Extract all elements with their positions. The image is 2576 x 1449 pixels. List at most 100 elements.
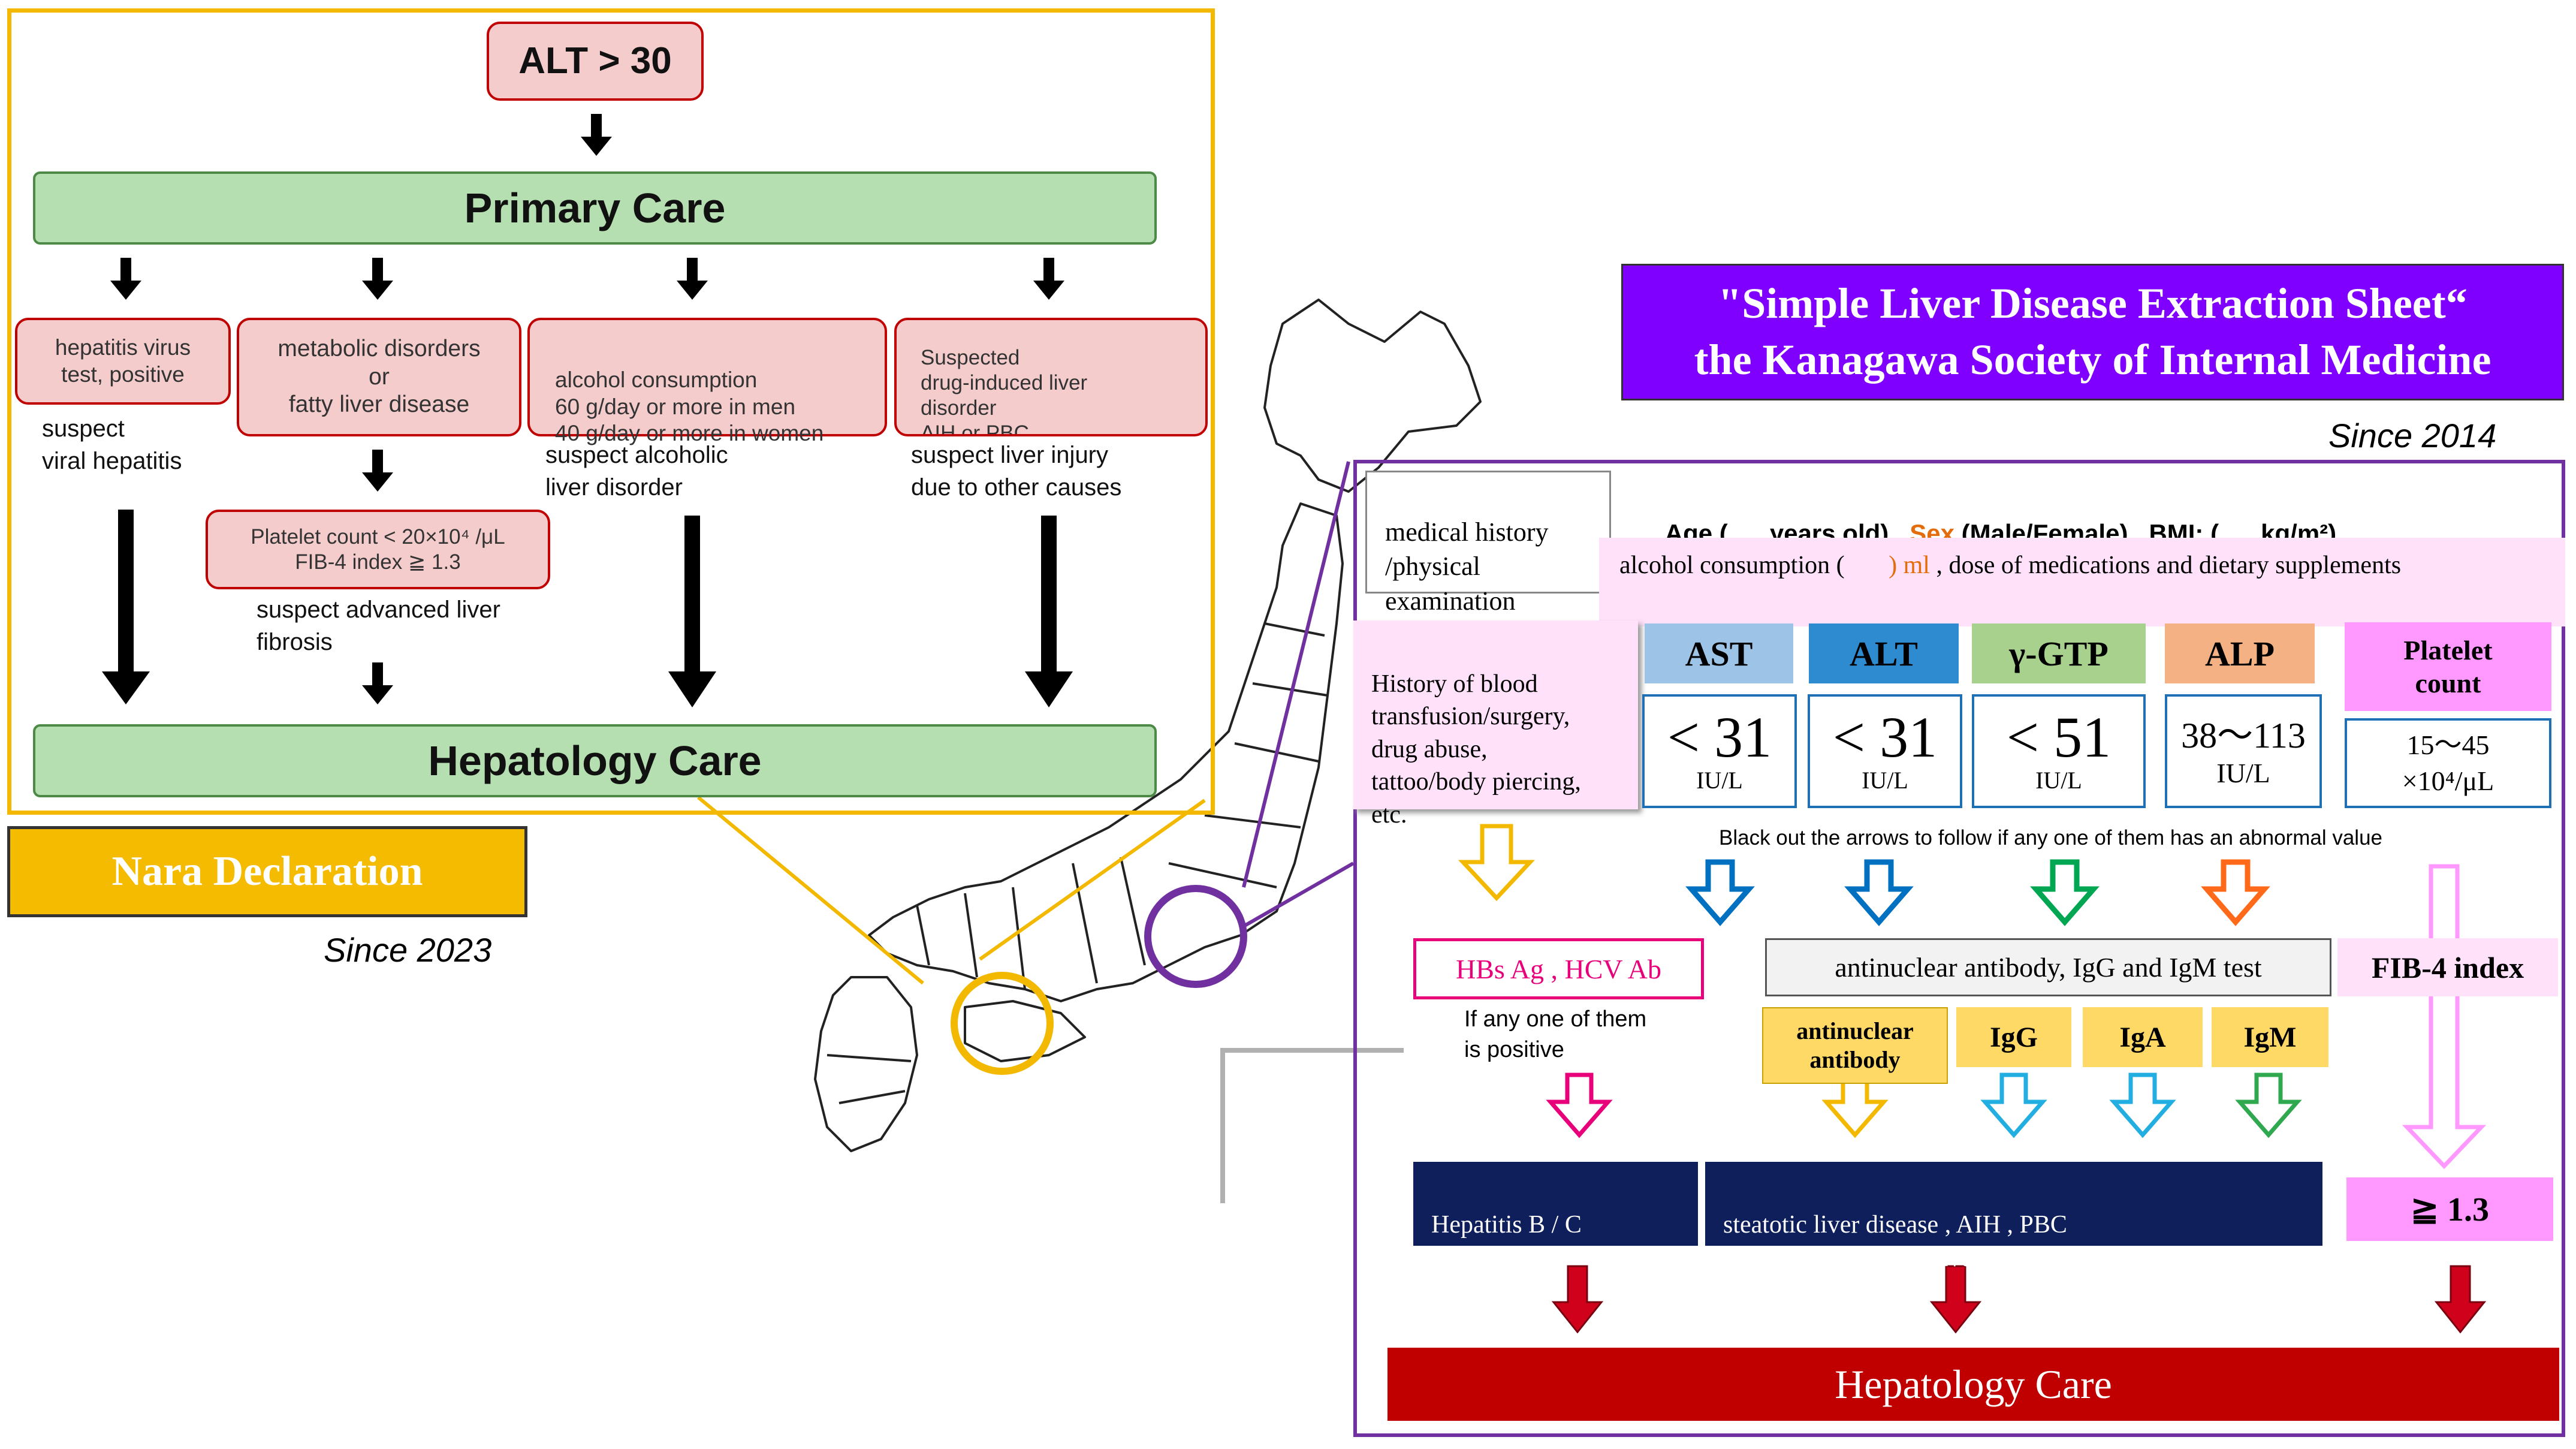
lab-ast-value: < 31	[1667, 704, 1772, 769]
arrow-long-drug	[1025, 516, 1073, 707]
arrow-alp-hollow	[2207, 862, 2264, 922]
nara-hepatology-care-label: Hepatology Care	[428, 737, 762, 784]
lab-alt-value: < 31	[1832, 704, 1938, 769]
kanagawa-since: Since 2014	[2328, 417, 2497, 454]
kanagawa-title-line1: "Simple Liver Disease Extraction Sheet“	[1718, 279, 2468, 328]
hepatitis-bc-box: Hepatitis B / C (suspected)	[1413, 1162, 1698, 1272]
lab-alt-unit: IU/L	[1862, 766, 1908, 794]
kanagawa-title-box: "Simple Liver Disease Extraction Sheet“ …	[1621, 264, 2564, 400]
alcohol-ml-text: ) ml	[1844, 552, 1930, 579]
fib4-threshold-box: ≧ 1.3	[2346, 1177, 2553, 1241]
lab-ggtp-value-box: < 51 IU/L	[1972, 694, 2146, 808]
lab-ggtp-header: γ-GTP	[1972, 623, 2146, 683]
igg-text: IgG	[1989, 1021, 2038, 1053]
map-kyushu	[814, 976, 918, 1152]
iga-box: IgA	[2083, 1007, 2203, 1067]
if-positive-text: If any one of them is positive	[1464, 1007, 1647, 1063]
nara-hepatology-care-bar: Hepatology Care	[33, 724, 1157, 797]
suspect-viral-text: suspect viral hepatitis	[42, 415, 182, 474]
fib4-index-box: FIB-4 index	[2337, 938, 2558, 996]
medication-text: , dose of medications and dietary supple…	[1929, 552, 2402, 579]
steatotic-box: steatotic liver disease , AIH , PBC ALD …	[1705, 1162, 2322, 1272]
ana-text: antinuclear antibody	[1796, 1017, 1914, 1073]
arrow-red-steatotic	[1931, 1265, 1981, 1333]
nara-declaration-label: Nara Declaration	[7, 826, 527, 917]
arrow-ast-hollow	[1691, 862, 1749, 922]
blood-history-box: History of blood transfusion/surgery, dr…	[1353, 620, 1638, 829]
arrow-long-viral	[102, 510, 150, 704]
arrow-igm-hollow	[2240, 1075, 2297, 1135]
black-out-note: Black out the arrows to follow if any on…	[1719, 826, 2382, 849]
suspect-alcoholic-text: suspect alcoholic liver disorder	[545, 442, 728, 501]
fib4-index-text: FIB-4 index	[2371, 950, 2524, 984]
arrow-long-alcohol	[668, 516, 716, 707]
japan-map	[814, 299, 1482, 1152]
lab-alt-value-box: < 31 IU/L	[1808, 694, 1962, 808]
lab-alp-header: ALP	[2165, 623, 2315, 683]
hepatitis-virus-text: hepatitis virus test, positive	[55, 335, 191, 387]
lab-alt-header: ALT	[1809, 623, 1959, 683]
lab-alp-value: 38～113	[2181, 715, 2306, 755]
medical-history-box: medical history /physical examination	[1365, 471, 1611, 616]
arrow-alt-hollow	[1850, 862, 1908, 922]
lab-platelet-name: Platelet count	[2403, 634, 2493, 698]
nara-since: Since 2023	[324, 931, 492, 969]
drug-induced-text: Suspected drug-induced liver disorder AI…	[921, 346, 1088, 436]
map-shikoku	[964, 1000, 1086, 1062]
igm-box: IgM	[2212, 1007, 2328, 1067]
arrow-ggtp-hollow	[2036, 862, 2094, 922]
nara-frame	[7, 8, 1215, 815]
ana-box: antinuclear antibody	[1762, 1007, 1948, 1084]
alcohol-box: alcohol consumption 60 g/day or more in …	[527, 318, 887, 445]
lab-ggtp-unit: IU/L	[2035, 766, 2082, 794]
suspect-fibrosis-text: suspect advanced liver fibrosis	[257, 597, 500, 655]
primary-care-bar: Primary Care	[33, 171, 1157, 245]
hbs-hcv-text: HBs Ag , HCV Ab	[1456, 953, 1661, 984]
medical-history-text: medical history /physical examination	[1385, 517, 1549, 616]
iga-text: IgA	[2119, 1021, 2166, 1053]
lab-alt-name: ALT	[1850, 634, 1918, 673]
arrow-history-hollow	[1463, 826, 1530, 898]
arrow-platelet-long	[2402, 864, 2487, 1170]
autoimmune-test-box: antinuclear antibody, IgG and IgM test	[1765, 938, 2331, 996]
arrow-hbs-hollow	[1551, 1075, 1608, 1135]
alt-trigger-box: ALT > 30	[487, 22, 704, 101]
lab-ast-value-box: < 31 IU/L	[1642, 694, 1797, 808]
hepatitis-bc-text: Hepatitis B / C (suspected)	[1431, 1210, 1582, 1273]
lab-ast-name: AST	[1685, 634, 1753, 673]
nara-arrows	[102, 114, 1073, 707]
igm-text: IgM	[2243, 1021, 2297, 1053]
arrow-ana-hollow	[1826, 1075, 1884, 1135]
alcohol-medication-box: alcohol consumption ( ) ml , dose of med…	[1599, 538, 2565, 626]
steatotic-text: steatotic liver disease , AIH , PBC ALD …	[1723, 1210, 2191, 1273]
drug-induced-box: Suspected drug-induced liver disorder AI…	[894, 318, 1208, 436]
kanagawa-frame	[1353, 460, 2565, 1437]
blood-history-text: History of blood transfusion/surgery, dr…	[1371, 670, 1581, 829]
metabolic-text: metabolic disorders or fatty liver disea…	[277, 335, 481, 418]
lab-alp-value-box: 38～113 IU/L	[2165, 694, 2322, 808]
kanagawa-title-line2: the Kanagawa Society of Internal Medicin…	[1694, 336, 2491, 384]
lab-alp-unit: IU/L	[2216, 757, 2270, 788]
hbs-hcv-box: HBs Ag , HCV Ab	[1413, 938, 1704, 999]
fib4-threshold-text: ≧ 1.3	[2411, 1191, 2489, 1228]
alcohol-text: alcohol consumption 60 g/day or more in …	[555, 367, 824, 446]
platelet-fib4-text: Platelet count < 20×10⁴ /μL FIB-4 index …	[251, 525, 505, 574]
alcohol-consumption-text: alcohol consumption (	[1619, 552, 1845, 579]
lab-ast-header: AST	[1645, 623, 1793, 683]
alt-trigger-text: ALT > 30	[518, 40, 672, 82]
lab-ggtp-value: < 51	[2006, 704, 2112, 769]
hepatitis-virus-box: hepatitis virus test, positive	[15, 318, 231, 405]
lab-platelet-value: 15～45 ×10⁴/μL	[2402, 730, 2494, 796]
autoimmune-test-text: antinuclear antibody, IgG and IgM test	[1835, 952, 2262, 983]
lab-platelet-header: Platelet count	[2345, 622, 2551, 711]
arrow-red-hepatitis	[1552, 1265, 1603, 1333]
igg-box: IgG	[1956, 1007, 2071, 1067]
kanagawa-hepatology-care-label: Hepatology Care	[1835, 1361, 2112, 1407]
kanagawa-hepatology-care-bar: Hepatology Care	[1387, 1348, 2559, 1421]
lab-ggtp-name: γ-GTP	[2009, 634, 2109, 673]
platelet-fib4-box: Platelet count < 20×10⁴ /μL FIB-4 index …	[206, 510, 550, 589]
arrow-igg-hollow	[1985, 1075, 2043, 1135]
lab-alp-name: ALP	[2205, 634, 2275, 673]
